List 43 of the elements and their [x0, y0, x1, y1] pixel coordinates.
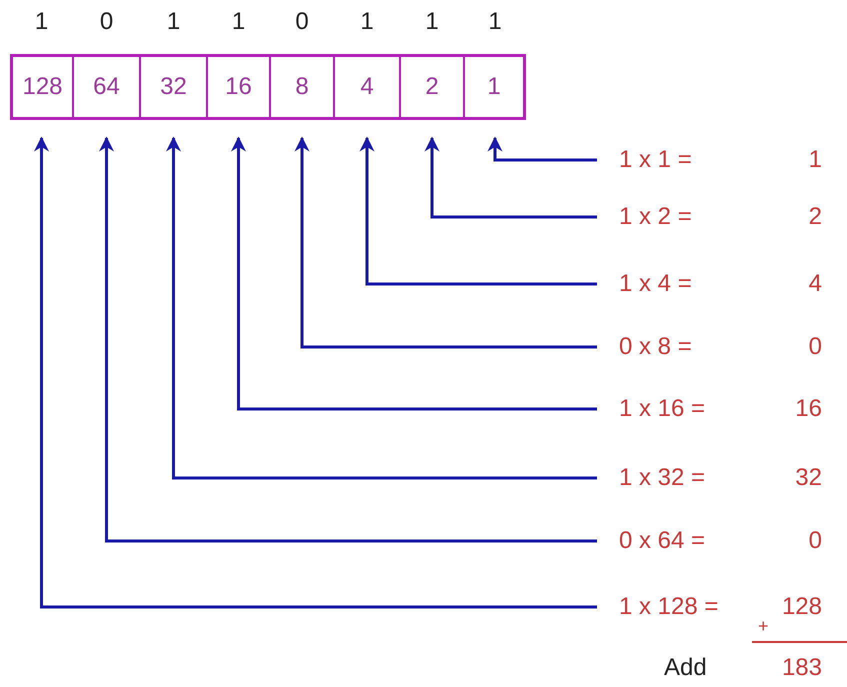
arrow — [34, 136, 597, 608]
plus-sign: + — [758, 615, 769, 638]
multiplication-text: 1 x 32 = — [619, 464, 706, 492]
product-value: 0 — [808, 333, 822, 361]
product-value: 2 — [808, 203, 822, 231]
sum-value: 183 — [782, 654, 822, 682]
place-value-cell: 64 — [73, 54, 140, 120]
multiplication-text: 0 x 64 = — [619, 527, 706, 555]
product-value: 1 — [808, 146, 822, 174]
bit-digit: 1 — [487, 8, 503, 36]
arrow — [360, 136, 597, 286]
place-value-cell: 32 — [140, 54, 207, 120]
place-value-cell: 16 — [207, 54, 270, 120]
arrow — [424, 136, 597, 218]
sum-label: Add — [664, 654, 707, 682]
multiplication-text: 1 x 128 = — [619, 593, 718, 621]
arrow — [294, 136, 597, 348]
multiplication-text: 1 x 4 = — [619, 270, 692, 298]
product-value: 0 — [808, 527, 822, 555]
arrow — [488, 136, 597, 162]
multiplication-text: 1 x 1 = — [619, 146, 692, 174]
place-value-cell: 1 — [464, 54, 526, 120]
bit-digit: 0 — [98, 8, 114, 36]
multiplication-text: 1 x 2 = — [619, 203, 692, 231]
arrow — [99, 136, 597, 542]
place-value-cell: 8 — [270, 54, 334, 120]
product-value: 32 — [795, 464, 822, 492]
bit-digit: 1 — [166, 8, 182, 36]
multiplication-text: 1 x 16 = — [619, 395, 706, 423]
product-value: 16 — [795, 395, 822, 423]
bit-digit: 1 — [424, 8, 440, 36]
bit-digit: 1 — [230, 8, 246, 36]
place-value-cell: 128 — [10, 54, 73, 120]
bit-digit: 1 — [359, 8, 375, 36]
bit-digit: 0 — [294, 8, 310, 36]
product-value: 128 — [782, 593, 822, 621]
place-value-cell: 4 — [334, 54, 400, 120]
multiplication-text: 0 x 8 = — [619, 333, 692, 361]
bit-digit: 1 — [34, 8, 50, 36]
arrow — [231, 136, 597, 410]
product-value: 4 — [808, 270, 822, 298]
arrow — [166, 136, 597, 480]
place-value-cell: 2 — [400, 54, 464, 120]
